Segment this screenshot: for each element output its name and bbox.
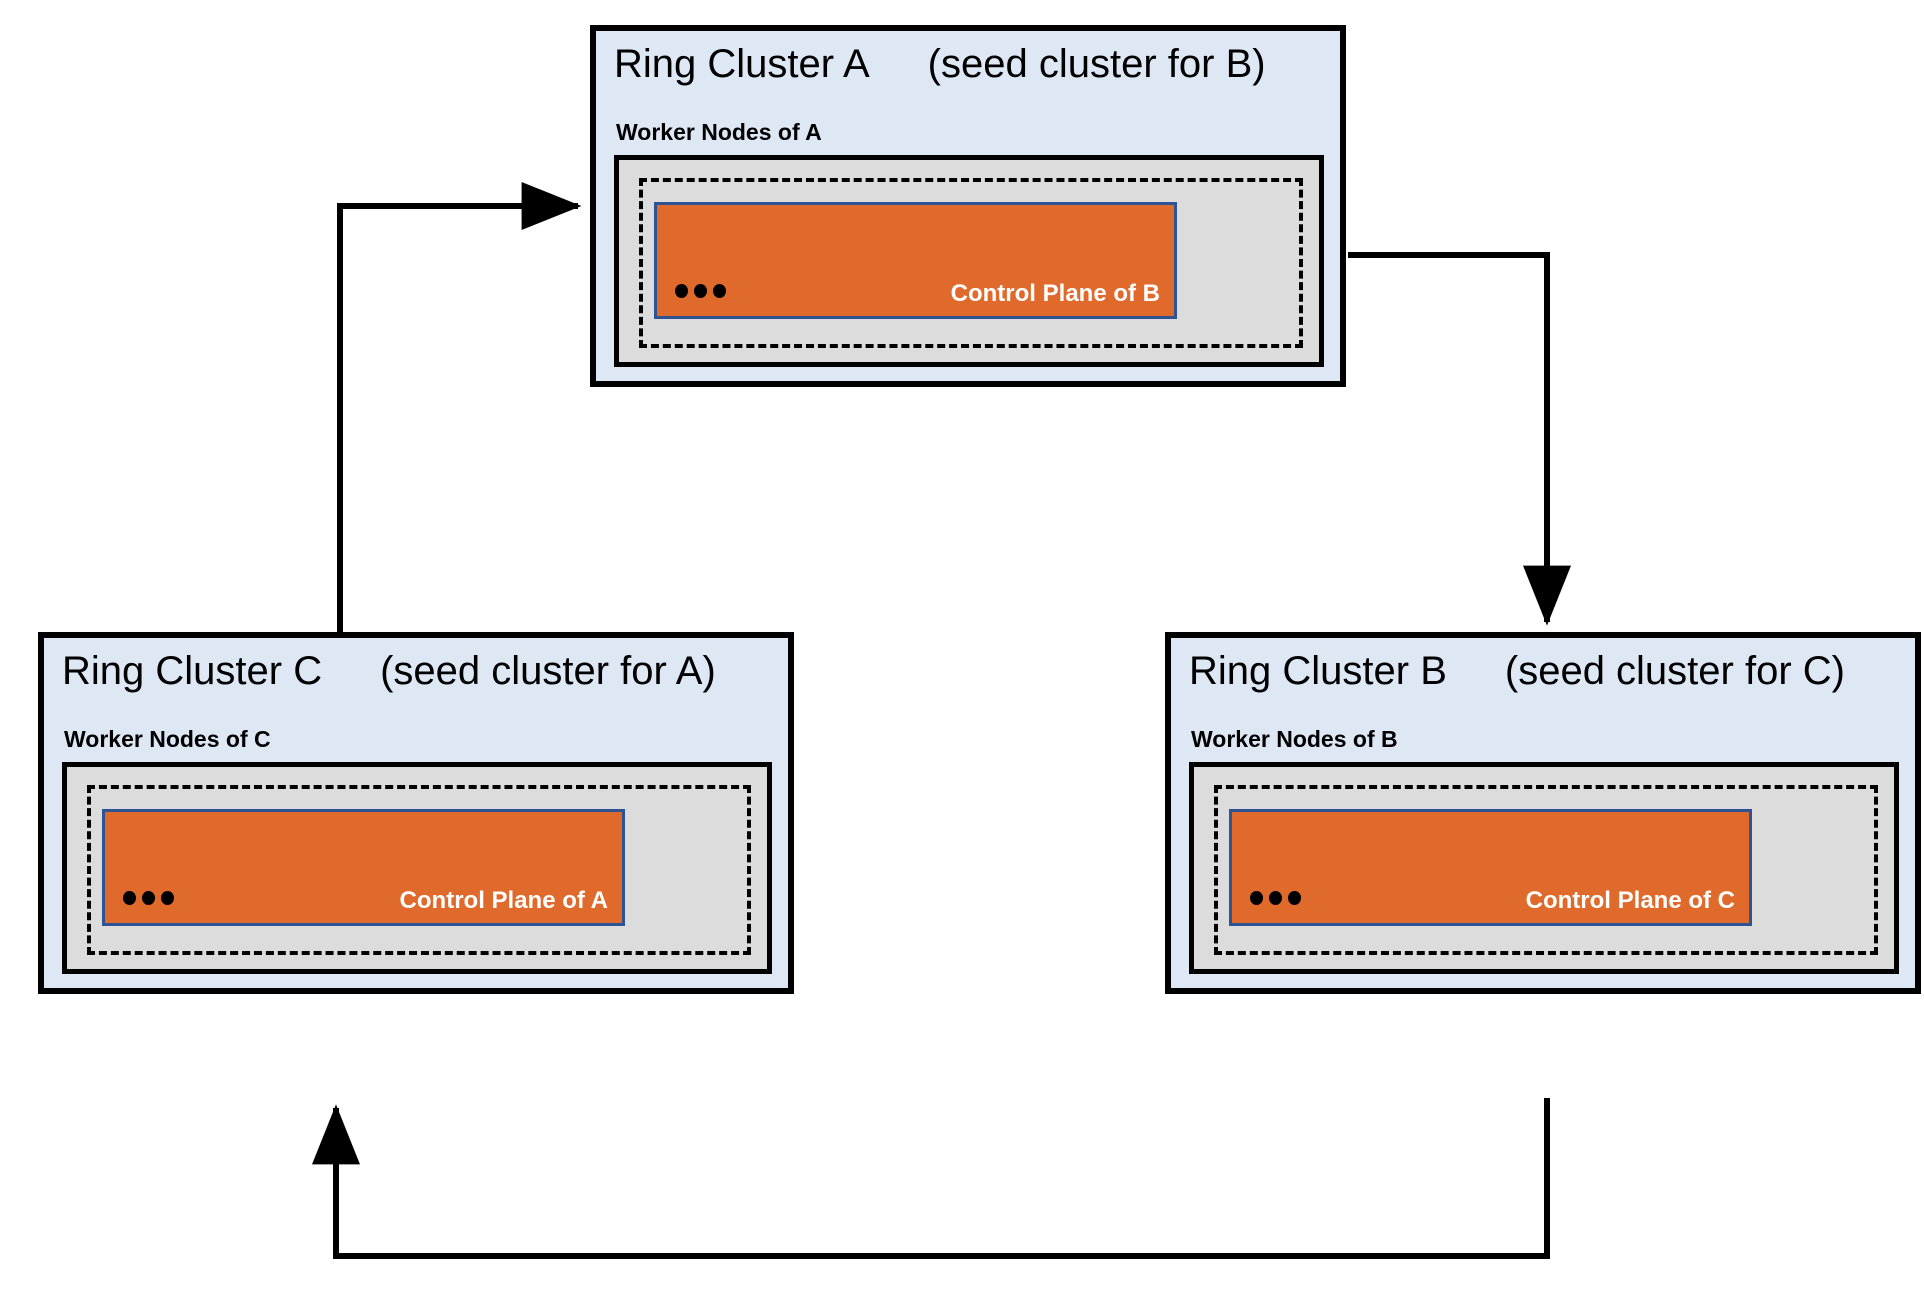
cluster-a-name: Ring Cluster A (614, 42, 870, 86)
cluster-c-control-plane[interactable]: Control Plane of A (102, 809, 625, 926)
cluster-b-control-plane[interactable]: Control Plane of C (1229, 809, 1752, 926)
cluster-c-title: Ring Cluster C (seed cluster for A) (62, 648, 716, 694)
arrow-c-to-a (337, 182, 582, 632)
cluster-a-worker-group[interactable]: Control Plane of B (614, 155, 1324, 367)
cluster-a-title: Ring Cluster A (seed cluster for B) (614, 41, 1266, 87)
cluster-b-seed-note: (seed cluster for C) (1504, 649, 1845, 693)
cluster-b[interactable]: Ring Cluster B (seed cluster for C) Worke… (1165, 632, 1921, 994)
arrow-a-to-b (1348, 252, 1571, 626)
cluster-c-control-plane-label: Control Plane of A (399, 887, 608, 914)
cluster-a-control-plane-label: Control Plane of B (950, 280, 1160, 307)
cluster-a[interactable]: Ring Cluster A (seed cluster for B) Worke… (590, 25, 1346, 387)
cluster-b-control-plane-label: Control Plane of C (1525, 887, 1735, 914)
cluster-c-name: Ring Cluster C (62, 649, 323, 693)
arrow-b-to-c (312, 1098, 1550, 1259)
cluster-c-worker-group[interactable]: Control Plane of A (62, 762, 772, 974)
cluster-a-ellipsis-icon (675, 284, 726, 298)
cluster-c-worker-label: Worker Nodes of C (64, 726, 271, 752)
cluster-a-control-plane[interactable]: Control Plane of B (654, 202, 1177, 319)
cluster-b-title: Ring Cluster B (seed cluster for C) (1189, 648, 1845, 694)
cluster-c-seed-note: (seed cluster for A) (380, 649, 716, 693)
cluster-b-node-boundary (1214, 785, 1878, 955)
cluster-b-worker-label: Worker Nodes of B (1191, 726, 1398, 752)
cluster-c-node-boundary (87, 785, 751, 955)
cluster-c[interactable]: Ring Cluster C (seed cluster for A) Worke… (38, 632, 794, 994)
cluster-b-name: Ring Cluster B (1189, 649, 1447, 693)
cluster-a-worker-label: Worker Nodes of A (616, 119, 822, 145)
cluster-a-node-boundary (639, 178, 1303, 348)
cluster-b-worker-group[interactable]: Control Plane of C (1189, 762, 1899, 974)
cluster-c-ellipsis-icon (123, 891, 174, 905)
cluster-b-ellipsis-icon (1250, 891, 1301, 905)
cluster-a-seed-note: (seed cluster for B) (927, 42, 1266, 86)
